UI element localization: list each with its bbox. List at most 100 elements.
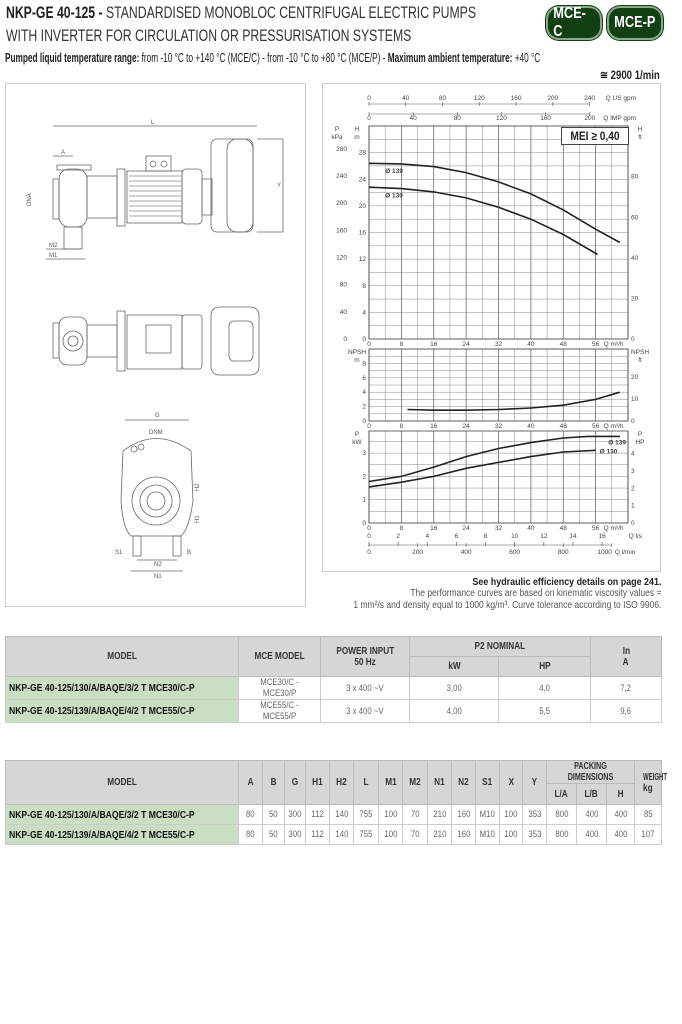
value-cell: 80 xyxy=(238,804,263,825)
x-tick-label: 40 xyxy=(527,525,535,532)
curve-label: Ø 139 xyxy=(608,439,626,446)
model-code: NKP-GE 40-125 - xyxy=(6,3,103,22)
y-axis-label: NPSH xyxy=(348,349,366,356)
curve-note-1: The performance curves are based on kine… xyxy=(409,588,661,599)
top-axis-tick-label: 120 xyxy=(496,115,507,122)
curve-head-0 xyxy=(368,162,621,244)
x-tick-label: 8 xyxy=(400,341,404,348)
curve-npsh-0 xyxy=(407,391,621,411)
y-tick-label: 4 xyxy=(362,389,366,396)
x-tick-label: 32 xyxy=(495,525,503,532)
right-tick-label: 20 xyxy=(631,374,639,381)
bottom-axis-tick-label: 6 xyxy=(455,533,459,540)
y-tick-label: 24 xyxy=(359,176,367,183)
x-tick-label: 40 xyxy=(527,341,535,348)
bottom-axis-tick-label: 1000 xyxy=(597,549,612,556)
value-cell: 85 xyxy=(634,804,662,825)
plot-frame-power xyxy=(368,430,629,524)
x-axis-label: Q m³/h xyxy=(604,341,624,348)
right-tick-label: 0 xyxy=(631,418,635,425)
value-cell: 353 xyxy=(522,804,547,825)
temperature-info: Pumped liquid temperature range: from -1… xyxy=(5,51,540,65)
kpa-axis-unit: kPa xyxy=(331,134,343,141)
dimension-drawing-panel: L A Y DNA M2 M1 G DNM H2 H1 S1 B N2 N1 xyxy=(5,83,306,607)
kpa-tick-label: 80 xyxy=(340,282,348,289)
bottom-axis-tick-label: 800 xyxy=(558,549,569,556)
bottom-axis-label: Q l/min xyxy=(615,549,636,556)
value-cell: 400 xyxy=(576,824,607,845)
x-axis-label: Q m³/h xyxy=(604,525,624,532)
right-tick-label: 1 xyxy=(631,503,635,510)
ambient-value: +40 °C xyxy=(514,51,541,65)
label-h2: H2 xyxy=(195,483,201,491)
col-h1: H1 xyxy=(305,760,330,805)
col-n2: N2 xyxy=(451,760,476,805)
label-n1: N1 xyxy=(154,574,162,580)
col-b: B xyxy=(262,760,285,805)
ambient-label: Maximum ambient temperature: xyxy=(387,51,513,65)
value-cell: 100 xyxy=(499,804,523,825)
y-axis-unit: m xyxy=(354,357,359,364)
y-tick-label: 3 xyxy=(362,450,366,457)
x-tick-label: 48 xyxy=(560,525,568,532)
kpa-tick-label: 0 xyxy=(343,336,347,343)
right-tick-label: 60 xyxy=(631,214,639,221)
y-axis-label: P xyxy=(355,431,359,438)
bottom-axis-tick-label: 10 xyxy=(511,533,519,540)
col-kw: kW xyxy=(409,656,499,677)
value-cell: 400 xyxy=(606,804,635,825)
col-l: L xyxy=(353,760,379,805)
col-mce-model: MCE MODEL xyxy=(238,636,321,677)
col-h2: H2 xyxy=(329,760,354,805)
value-cell: 80 xyxy=(238,824,263,845)
x-tick-label: 56 xyxy=(592,341,600,348)
y-axis-unit: kW xyxy=(352,439,362,446)
speed: ≅ 2900 1/min xyxy=(600,68,660,82)
y-tick-label: 4 xyxy=(362,309,366,316)
top-axis-tick-label: 40 xyxy=(410,115,418,122)
top-axis-tick-label: 0 xyxy=(367,95,371,102)
bottom-axis-tick-label: 200 xyxy=(412,549,423,556)
value-cell: 800 xyxy=(546,824,577,845)
x-tick-label: 24 xyxy=(463,423,471,430)
y-tick-label: 0 xyxy=(362,336,366,343)
top-axis-tick-label: 0 xyxy=(367,115,371,122)
right-tick-label: 20 xyxy=(631,295,639,302)
model-cell: NKP-GE 40-125/130/A/BAQE/3/2 T MCE30/C-P xyxy=(5,804,239,825)
label-g: G xyxy=(155,413,160,419)
pump-drawing: L A Y DNA M2 M1 G DNM H2 H1 S1 B N2 N1 xyxy=(27,120,284,580)
front-view: G DNM H2 H1 S1 B N2 N1 xyxy=(115,413,201,580)
y-tick-label: 8 xyxy=(362,283,366,290)
col-model: MODEL xyxy=(5,760,239,805)
table-row: NKP-GE 40-125/139/A/BAQE/4/2 T MCE55/C-P… xyxy=(5,824,662,845)
curve-power-0 xyxy=(368,435,620,483)
x-tick-label: 24 xyxy=(463,525,471,532)
x-tick-label: 24 xyxy=(463,341,471,348)
curve-power-1 xyxy=(368,449,596,488)
label-dnm: DNM xyxy=(149,430,163,436)
top-axis-tick-label: 160 xyxy=(540,115,551,122)
y-tick-label: 2 xyxy=(362,473,366,480)
y-tick-label: 28 xyxy=(359,150,367,157)
title-line-1: STANDARDISED MONOBLOC CENTRIFUGAL ELECTR… xyxy=(106,3,476,22)
col-m1: M1 xyxy=(378,760,403,805)
value-cell: 50 xyxy=(262,824,285,845)
right-axis-label: H xyxy=(638,126,643,133)
side-view: L A Y DNA M2 M1 xyxy=(27,120,284,260)
x-tick-label: 16 xyxy=(430,525,438,532)
label-h1: H1 xyxy=(195,515,201,523)
bottom-axis-tick-label: 12 xyxy=(540,533,548,540)
model-cell: NKP-GE 40-125/139/A/BAQE/4/2 T MCE55/C-P xyxy=(5,824,239,845)
value-cell: 160 xyxy=(451,804,476,825)
value-cell: 800 xyxy=(546,804,577,825)
top-axis-tick-label: 200 xyxy=(547,95,558,102)
col-a: A xyxy=(238,760,263,805)
bottom-axis-tick-label: 14 xyxy=(569,533,577,540)
value-cell: 50 xyxy=(262,804,285,825)
x-tick-label: 48 xyxy=(560,423,568,430)
right-axis-unit: ft xyxy=(638,357,642,364)
label-s1: S1 xyxy=(115,550,123,556)
